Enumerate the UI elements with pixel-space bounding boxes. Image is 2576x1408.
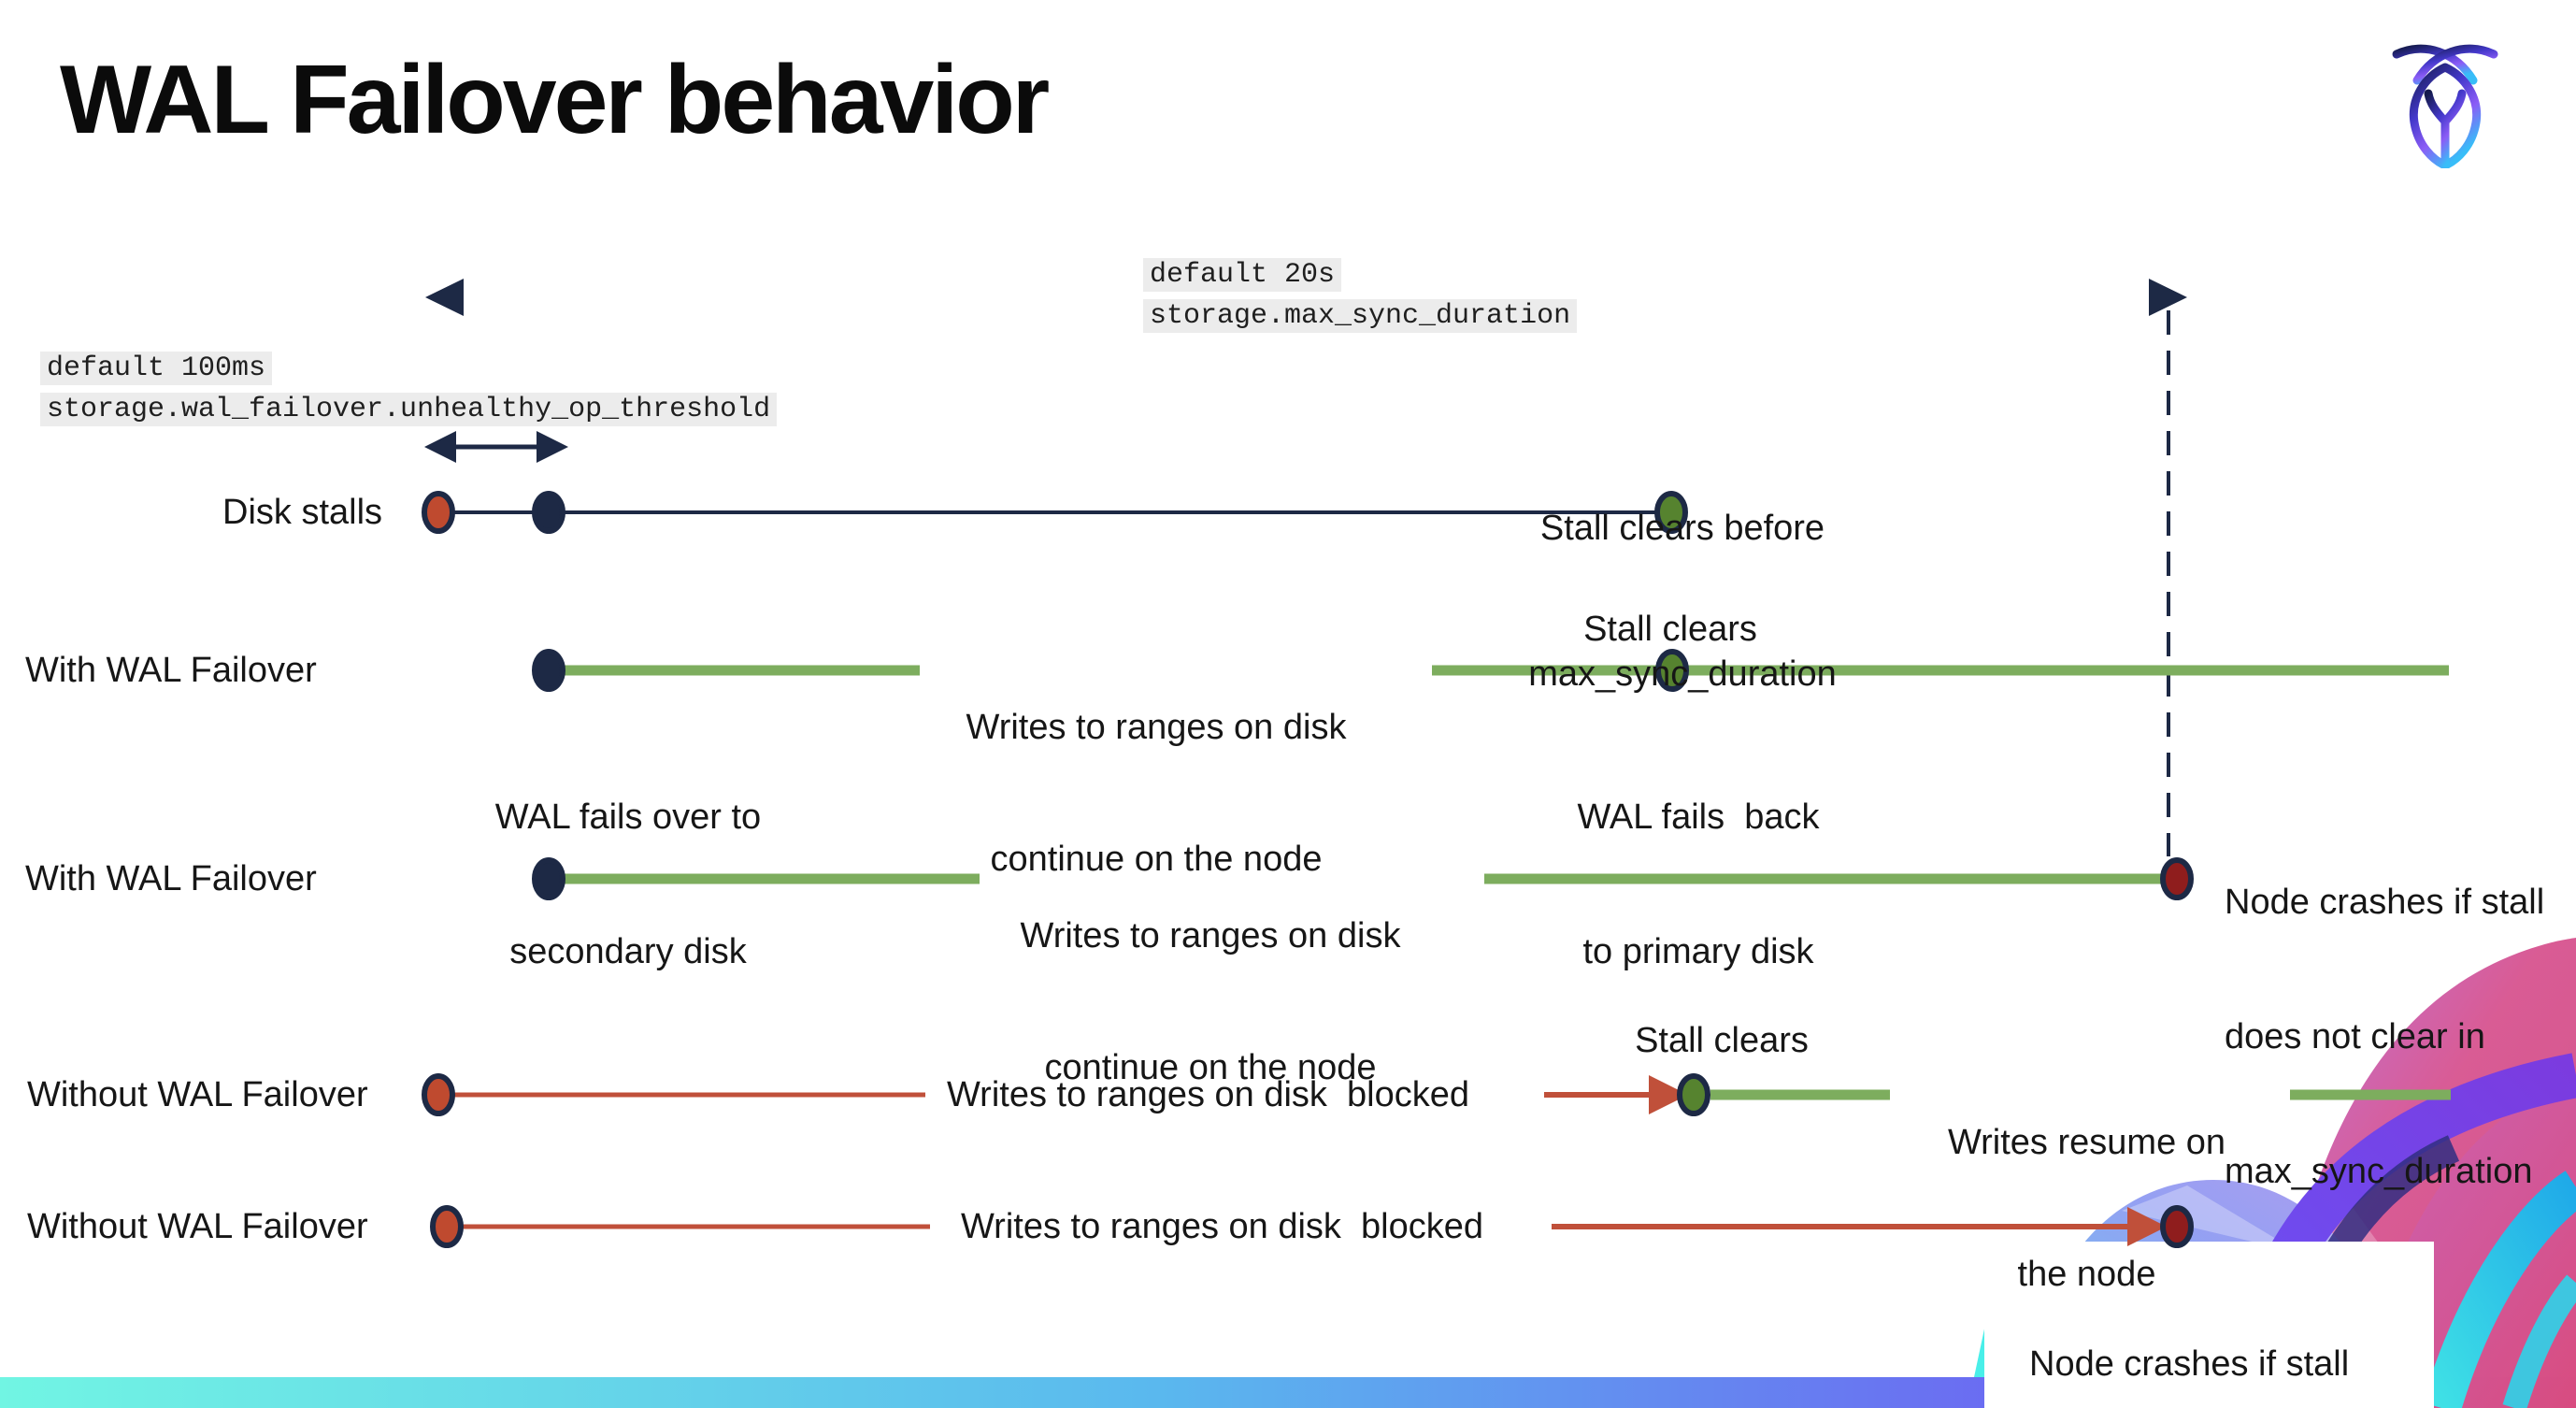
arrow-head-right-icon xyxy=(537,431,568,463)
failover-dot xyxy=(532,649,565,692)
stall-clear-dot xyxy=(1677,1073,1710,1116)
stall-clear-dot xyxy=(1654,491,1688,534)
arrow-head-icon xyxy=(2127,1207,2167,1246)
threshold-dot xyxy=(532,491,565,534)
arrow-head-icon xyxy=(1649,1075,1688,1114)
stall-start-dot xyxy=(430,1205,464,1248)
stall-start-dot xyxy=(422,1073,455,1116)
stall-start-dot xyxy=(422,491,455,534)
art-petal xyxy=(2122,1185,2299,1253)
stall-clear-dot xyxy=(1655,649,1689,692)
arrow-head-left-icon xyxy=(424,431,456,463)
annotation-node-crashes: Node crashes if stall does not clear in … xyxy=(2029,1255,2349,1408)
annotation-line: Node crashes if stall xyxy=(2029,1344,2350,1384)
failover-dot xyxy=(532,857,565,900)
node-crash-dot xyxy=(2160,1205,2194,1248)
arrow-head-right-icon xyxy=(2149,279,2187,316)
cockroachdb-logo-icon xyxy=(2392,44,2498,168)
node-crash-dot xyxy=(2160,857,2194,900)
art-cyan-band-2 xyxy=(2502,1274,2576,1408)
arrow-head-left-icon xyxy=(425,279,464,316)
node-crash-callout-box: Node crashes if stall does not clear in … xyxy=(1984,1242,2434,1408)
art-cyan-band xyxy=(2422,1171,2576,1408)
